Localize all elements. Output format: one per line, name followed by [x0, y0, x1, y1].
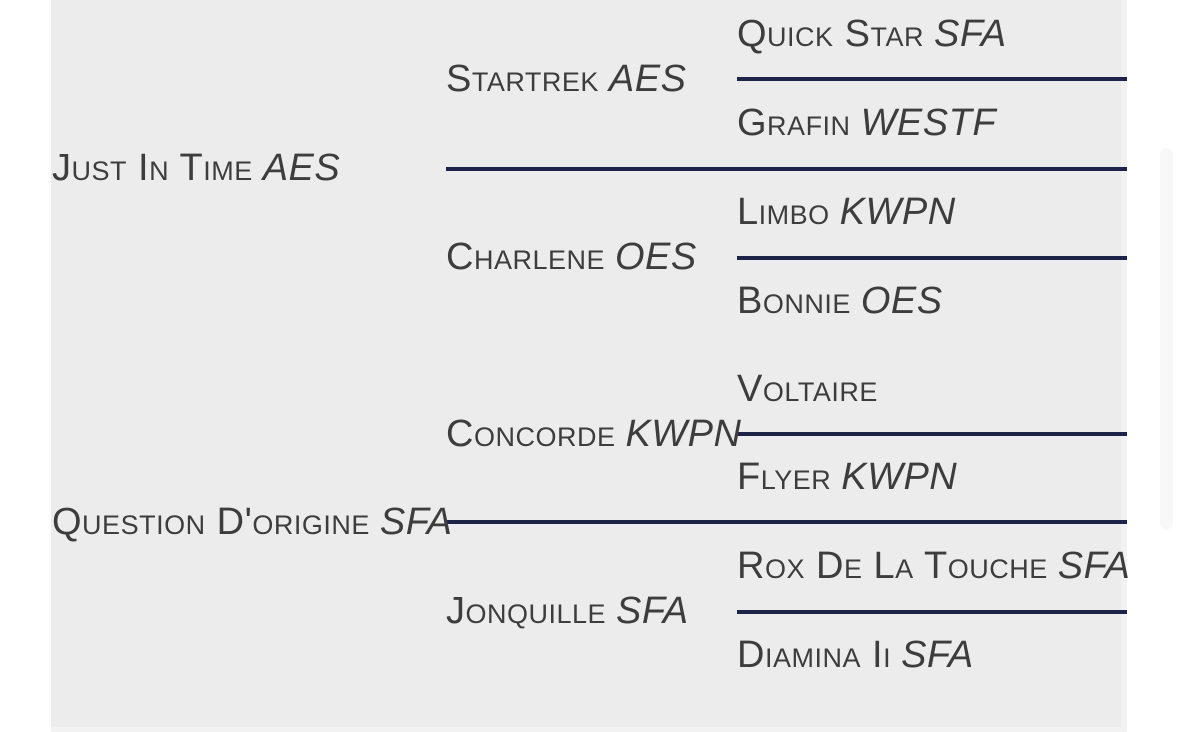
registry-suffix: WESTF [860, 102, 997, 144]
registry-suffix: SFA [1057, 545, 1131, 587]
scrollbar-thumb[interactable] [1160, 148, 1173, 530]
horse-name: Concorde [446, 413, 616, 455]
horse-name: Rox De La Touche [737, 545, 1048, 587]
pedigree-node-voltaire[interactable]: Voltaire [737, 370, 878, 408]
registry-suffix: OES [614, 236, 697, 278]
registry-suffix: AES [608, 58, 687, 100]
registry-suffix: OES [860, 280, 943, 322]
pedigree-divider-rox-diamina [737, 610, 1127, 614]
pedigree-divider-concorde-jonquille [446, 520, 1127, 524]
registry-suffix: SFA [901, 634, 974, 676]
horse-name: Startrek [446, 58, 599, 100]
horse-name: Grafin [737, 102, 851, 144]
horse-name: Diamina Ii [737, 634, 892, 676]
horizontal-scrollbar-track [51, 727, 1127, 732]
registry-suffix: SFA [933, 13, 1007, 55]
vertical-scrollbar-track [1121, 0, 1127, 732]
horse-name: Flyer [737, 456, 832, 498]
pedigree-divider-startrek-charlene [446, 167, 1127, 171]
registry-suffix: SFA [379, 501, 453, 543]
registry-suffix: KWPN [839, 191, 956, 233]
horse-name: Bonnie [737, 280, 851, 322]
horse-name: Just In Time [52, 147, 253, 189]
horse-name: Charlene [446, 236, 605, 278]
registry-suffix: KWPN [841, 456, 958, 498]
registry-suffix: SFA [616, 590, 689, 632]
horse-name: Jonquille [446, 590, 607, 632]
horse-name: Voltaire [737, 368, 878, 410]
horse-name: Quick Star [737, 13, 924, 55]
pedigree-divider-voltaire-flyer [737, 432, 1127, 436]
horse-name: Limbo [737, 191, 830, 233]
horse-name: Question D'origine [52, 501, 370, 543]
pedigree-divider-quickstar-grafin [737, 77, 1127, 81]
registry-suffix: KWPN [625, 413, 742, 455]
registry-suffix: AES [262, 147, 341, 189]
pedigree-divider-limbo-bonnie [737, 256, 1127, 260]
